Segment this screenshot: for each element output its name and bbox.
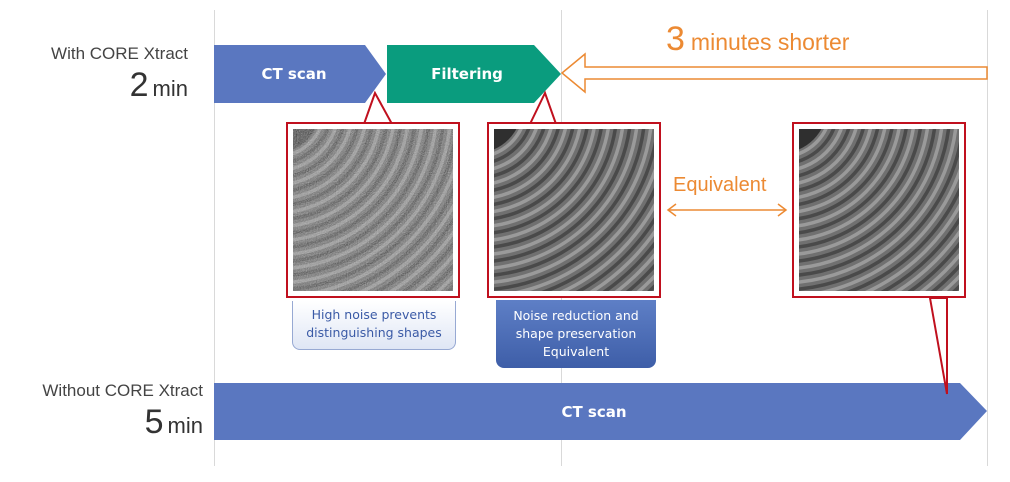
filtered-ring-texture: [494, 129, 654, 291]
guide-line-end: [987, 10, 988, 466]
without-label: Without CORE Xtract: [42, 381, 203, 400]
filtered-scan-image: [487, 122, 661, 298]
guide-line-start: [214, 10, 215, 466]
with-time-value: 2: [129, 66, 149, 104]
ct-scan-short-arrow: [214, 45, 386, 103]
without-time-value: 5: [144, 403, 164, 441]
filtered-caption-line-3: Equivalent: [542, 344, 610, 359]
noisy-scan-image: [286, 122, 460, 298]
filtered-caption: Noise reduction and shape preservation E…: [496, 300, 656, 368]
long-scan-image: [792, 122, 966, 298]
filtered-caption-line-2: shape preservation: [515, 326, 637, 341]
filtered-caption-line-1: Noise reduction and: [513, 308, 639, 323]
left-arrow-icon: [560, 52, 988, 94]
with-label: With CORE Xtract: [51, 44, 188, 63]
savings-value: 3: [666, 20, 685, 58]
with-time-unit: min: [152, 76, 188, 101]
noisy-caption: High noise prevents distinguishing shape…: [292, 301, 456, 350]
noisy-caption-line-2: distinguishing shapes: [306, 325, 442, 340]
without-time-unit: min: [167, 413, 203, 438]
ct-scan-long-arrow: [214, 383, 987, 440]
filtering-arrow: [387, 45, 561, 103]
long-scan-ring-texture: [799, 129, 959, 291]
noisy-ring-texture: [293, 129, 453, 291]
savings-text-label: minutes shorter: [690, 29, 850, 55]
noisy-caption-line-1: High noise prevents: [311, 307, 437, 322]
callout-pointer-ct-long: [928, 297, 948, 395]
double-headed-arrow-icon: [666, 203, 788, 217]
equivalent-label: Equivalent: [673, 174, 767, 196]
